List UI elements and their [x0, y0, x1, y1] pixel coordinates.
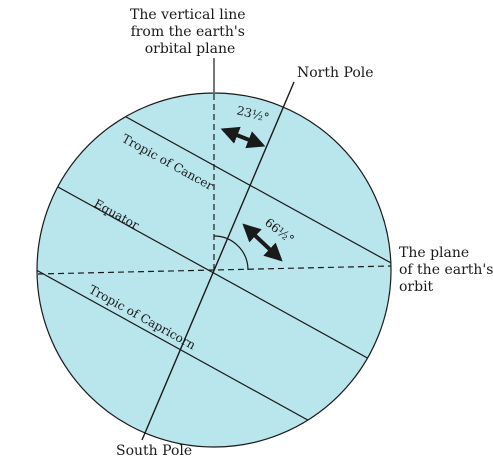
orbit-plane-label: The plane of the earth's orbit [399, 245, 493, 295]
orbital-plane-line [37, 265, 392, 275]
south-pole-label: South Pole [116, 443, 192, 459]
orbit-plane-label-line-1: The plane [399, 245, 469, 261]
north-pole-label: North Pole [297, 65, 374, 81]
orbit-plane-label-line-3: orbit [399, 279, 434, 295]
angle-small-arrow [220, 126, 266, 149]
earth-axis [141, 81, 295, 441]
vertical-line-label: The vertical line from the earth's orbit… [130, 7, 250, 57]
orbit-plane-label-line-2: of the earth's [399, 262, 493, 278]
equator-line [37, 154, 391, 388]
vertical-line-label-line-1: The vertical line [130, 7, 245, 23]
vertical-line-label-line-2: from the earth's [131, 24, 245, 40]
vertical-line-label-line-3: orbital plane [145, 41, 236, 57]
angle-arc [213, 235, 249, 271]
angle-large-arrow [242, 223, 283, 262]
